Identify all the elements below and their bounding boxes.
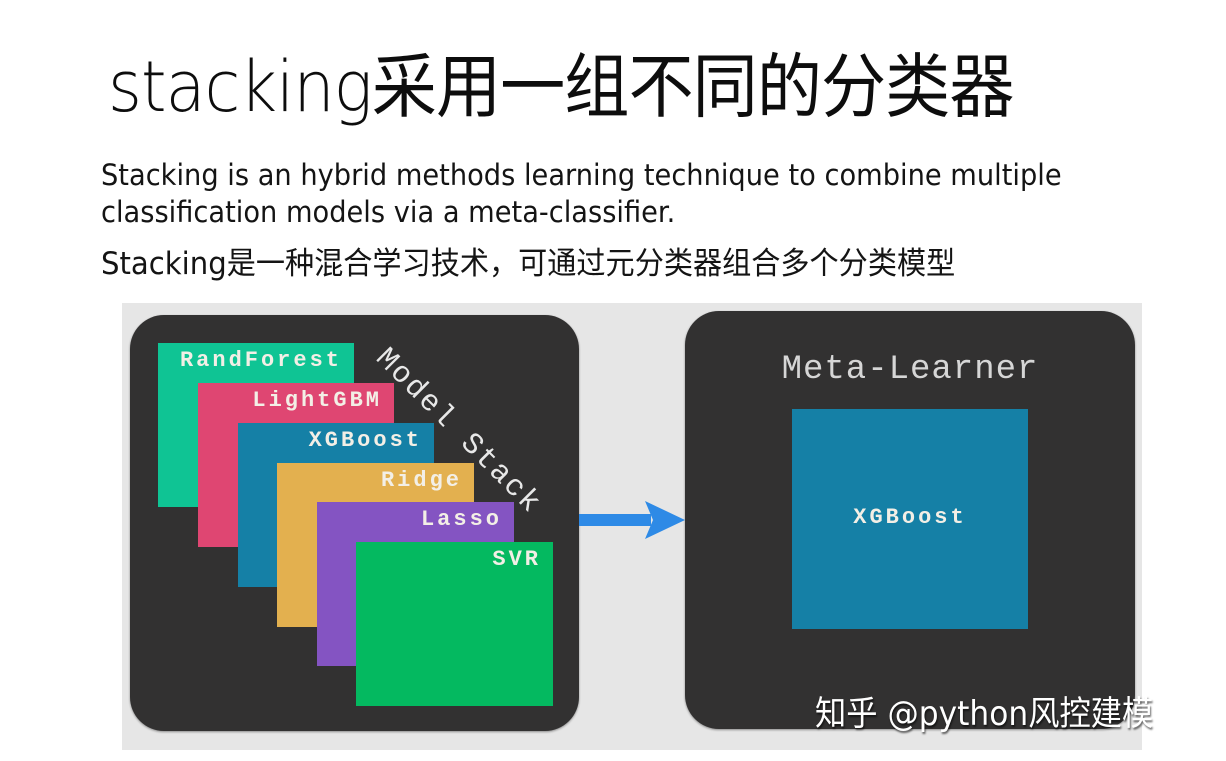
model-label: RandForest <box>179 348 342 373</box>
meta-learner-model-label: XGBoost <box>853 505 967 530</box>
description-chinese: Stacking是一种混合学习技术，可通过元分类器组合多个分类模型 <box>101 246 956 282</box>
model-label: XGBoost <box>308 428 422 453</box>
model-label: Ridge <box>380 468 462 493</box>
description-english-line-2: classification models via a meta-classif… <box>101 195 676 229</box>
meta-learner-panel: Meta-Learner XGBoost <box>685 311 1135 729</box>
meta-learner-model-card: XGBoost <box>792 409 1028 629</box>
meta-learner-title: Meta-Learner <box>781 351 1039 389</box>
arrow-right-icon <box>579 501 685 539</box>
model-label: SVR <box>492 547 541 572</box>
description-english: Stacking is an hybrid methods learning t… <box>101 157 1062 231</box>
model-label: Lasso <box>420 507 502 532</box>
stacking-diagram: RandForest LightGBM XGBoost Ridge Lasso … <box>122 303 1142 750</box>
model-card-svr: SVR <box>356 542 553 706</box>
description-english-line-1: Stacking is an hybrid methods learning t… <box>101 158 1062 192</box>
model-label: LightGBM <box>252 388 382 413</box>
page-title: stacking采用一组不同的分类器 <box>108 46 1014 128</box>
watermark: 知乎 @python风控建模 <box>815 694 1154 734</box>
